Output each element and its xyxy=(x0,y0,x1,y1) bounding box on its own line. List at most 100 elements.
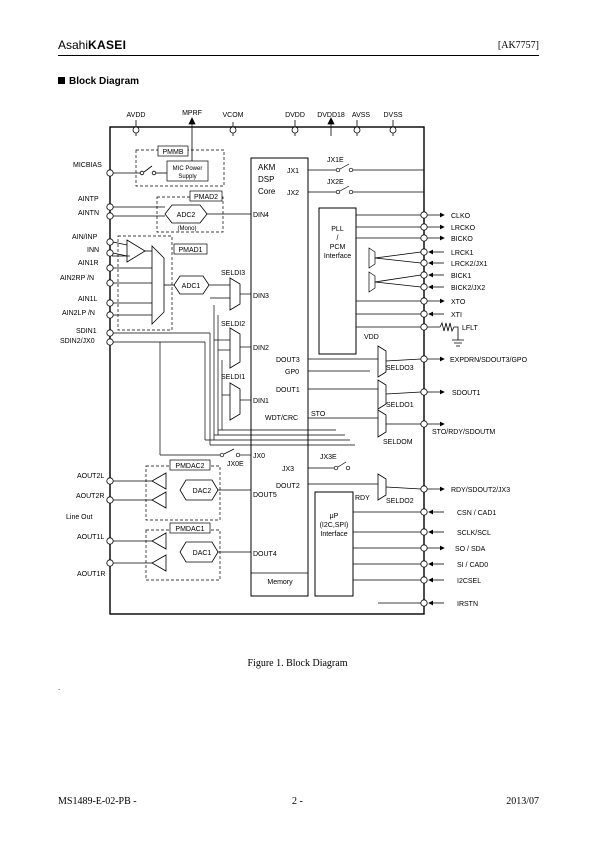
pin-so: SO / SDA xyxy=(455,546,486,553)
seldi3-mux xyxy=(229,277,241,311)
vdd-label: VDD xyxy=(364,334,379,341)
up-block xyxy=(314,491,354,597)
header-rule xyxy=(58,55,539,56)
pll-block xyxy=(318,207,357,355)
din4-label: DIN4 xyxy=(253,212,269,219)
pin-aout2r: AOUT2R xyxy=(76,493,104,500)
mono-label: (Mono) xyxy=(177,226,196,232)
pin-ain2lp: AIN2LP /N xyxy=(62,310,95,317)
pin-lrcko: LRCKO xyxy=(451,225,476,232)
pin-sto: STO/RDY/SDOUTM xyxy=(432,429,495,436)
seldi2-mux xyxy=(229,327,241,369)
pin-sdout1: SDOUT1 xyxy=(452,390,481,397)
dout5-label: DOUT5 xyxy=(253,492,277,499)
dac1-label: DAC1 xyxy=(193,550,212,557)
pin-i2csel: I2CSEL xyxy=(457,578,481,585)
pin-mprf: MPRF xyxy=(182,110,202,117)
pin-dvss: DVSS xyxy=(383,112,402,119)
up-2: (I2C,SPI) xyxy=(320,522,349,529)
pin-xti: XTI xyxy=(451,312,462,319)
pin-lrck1: LRCK1 xyxy=(451,250,474,257)
mic-power-box xyxy=(166,160,209,182)
square-bullet-icon xyxy=(58,77,65,84)
pin-sclk: SCLK/SCL xyxy=(457,530,491,537)
seldo2-mux xyxy=(377,473,387,501)
pin-lrck2: LRCK2/JX1 xyxy=(451,261,488,268)
dout2-label: DOUT2 xyxy=(276,483,300,490)
pin-aout1r: AOUT1R xyxy=(77,571,105,578)
up-1: μP xyxy=(330,513,339,520)
pll-1: PLL xyxy=(331,226,344,233)
dac2-label: DAC2 xyxy=(193,488,212,495)
pmad1-region xyxy=(117,235,173,331)
seldi1-label: SELDI1 xyxy=(221,374,245,381)
seldo3-label: SELDO3 xyxy=(386,365,414,372)
mic-power-2: Supply xyxy=(178,174,196,180)
adc2-block xyxy=(164,204,208,224)
seldo1-mux xyxy=(377,379,387,410)
section-title: Block Diagram xyxy=(58,76,139,87)
pmmb-box xyxy=(157,145,189,157)
pin-lflt: LFLT xyxy=(462,325,479,332)
gp0-label: GP0 xyxy=(285,369,299,376)
din1-label: DIN1 xyxy=(253,398,269,405)
pin-expdrn: EXPDRN/SDOUT3/GPO xyxy=(450,357,528,364)
jx2-label: JX2 xyxy=(287,190,299,197)
chip-outline xyxy=(109,126,425,615)
logo-bold: KASEI xyxy=(88,38,127,52)
pin-bicko: BICKO xyxy=(451,236,473,243)
pmmb-label: PMMB xyxy=(163,149,184,156)
up-3: Interface xyxy=(320,531,347,538)
memory-label: Memory xyxy=(267,579,293,586)
seldi3-label: SELDI3 xyxy=(221,270,245,277)
line-out-label: Line Out xyxy=(66,514,93,521)
adc2-label: ADC2 xyxy=(177,212,196,219)
seldi2-label: SELDI2 xyxy=(221,321,245,328)
section-title-text: Block Diagram xyxy=(69,76,140,87)
pin-ain1l: AIN1L xyxy=(78,296,98,303)
pin-bick1: BICK1 xyxy=(451,273,471,280)
seldo3-mux xyxy=(377,345,387,378)
pll-4: Interface xyxy=(324,253,351,260)
din2-label: DIN2 xyxy=(253,345,269,352)
block-diagram: AVDD MPRF VCOM DVDD DVDD18 AVSS DVSS PMM… xyxy=(60,110,528,615)
pll-2: / xyxy=(337,235,339,242)
pmad1-label: PMAD1 xyxy=(178,247,202,254)
seldom-mux xyxy=(377,409,387,438)
dsp-label-3: Core xyxy=(258,187,276,196)
dsp-core xyxy=(250,157,309,597)
pin-csn: CSN / CAD1 xyxy=(457,510,496,517)
part-number: [AK7757] xyxy=(497,40,539,51)
pin-avdd: AVDD xyxy=(127,112,146,119)
jx0-label: JX0 xyxy=(253,453,265,460)
dsp-label-2: DSP xyxy=(258,175,274,184)
footer-date: 2013/07 xyxy=(506,796,539,807)
dout1-label: DOUT1 xyxy=(276,387,300,394)
pin-clko: CLKO xyxy=(451,213,471,220)
pmmb-region xyxy=(135,149,225,187)
jx2e-label: JX2E xyxy=(327,179,344,186)
company-logo: AsahiKASEI xyxy=(58,38,126,52)
adc1-label: ADC1 xyxy=(182,283,201,290)
logo-prefix: Asahi xyxy=(58,38,89,52)
pin-ain-inp: AIN/INP xyxy=(72,234,98,241)
pin-aintp: AINTP xyxy=(78,196,99,203)
jx3-label: JX3 xyxy=(282,466,294,473)
dac2-block xyxy=(179,479,219,501)
pin-vcom: VCOM xyxy=(223,112,244,119)
pin-xto: XTO xyxy=(451,299,466,306)
dout3-label: DOUT3 xyxy=(276,357,300,364)
jx1-label: JX1 xyxy=(287,168,299,175)
din3-label: DIN3 xyxy=(253,293,269,300)
seldi1-mux xyxy=(229,382,241,421)
wdt-label: WDT/CRC xyxy=(265,415,298,422)
sto-label: STO xyxy=(311,411,326,418)
pin-dvdd: DVDD xyxy=(285,112,305,119)
jx1e-label: JX1E xyxy=(327,157,344,164)
figure-caption: Figure 1. Block Diagram xyxy=(247,658,348,669)
pmdac2-label: PMDAC2 xyxy=(175,463,204,470)
pin-aintn: AINTN xyxy=(78,210,99,217)
mic-power-1: MIC Power xyxy=(173,166,203,172)
pin-dvdd18: DVDD18 xyxy=(317,112,345,119)
pin-micbias: MICBIAS xyxy=(73,162,102,169)
